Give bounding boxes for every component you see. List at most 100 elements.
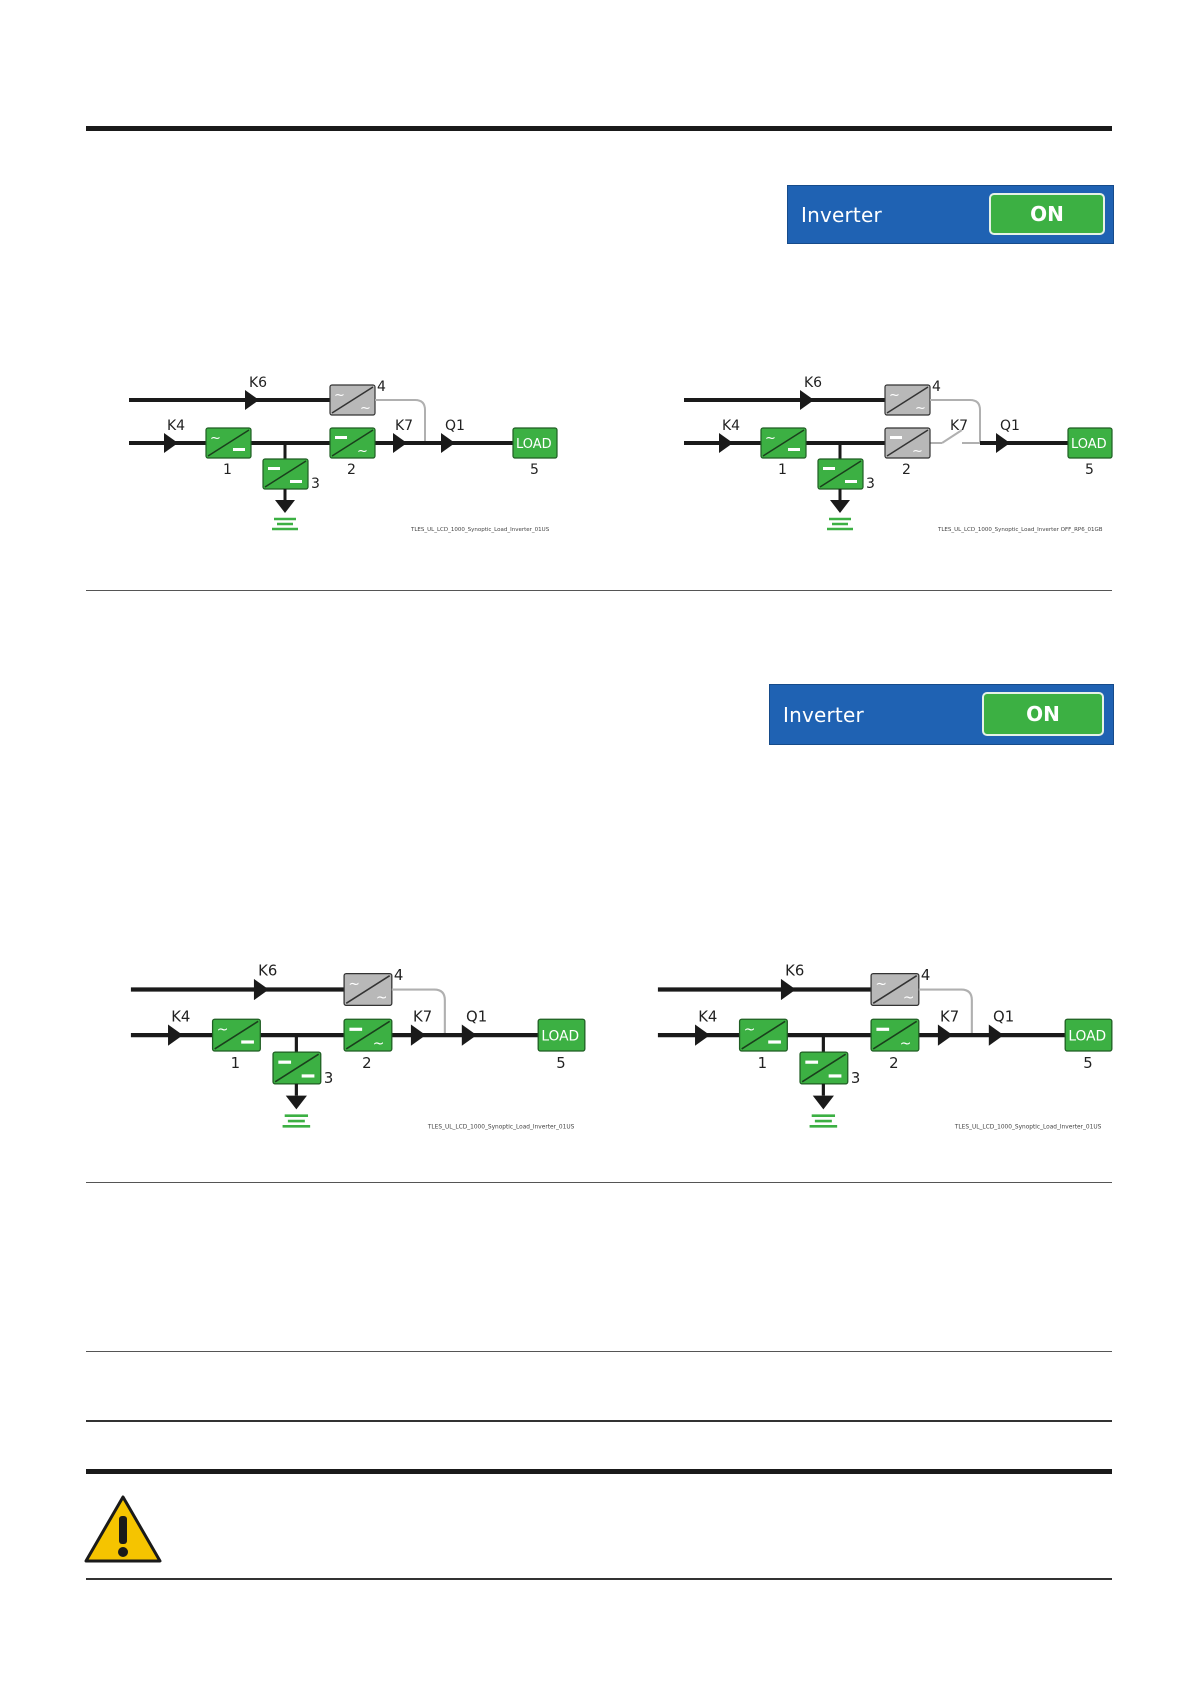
k7-arrow — [393, 433, 407, 453]
q1-arrow — [441, 433, 455, 453]
svg-text:~: ~ — [348, 976, 360, 992]
svg-text:~: ~ — [912, 444, 923, 459]
k4-arrow — [695, 1024, 710, 1046]
k4-label: K4 — [171, 1008, 190, 1025]
q1-arrow — [996, 433, 1010, 453]
k6-label: K6 — [785, 963, 804, 980]
label-2: 2 — [889, 1055, 898, 1072]
inverter-2: ~ — [329, 427, 376, 459]
top-rule — [86, 126, 1112, 131]
inverter-2: ~ — [870, 1018, 920, 1052]
svg-text:~: ~ — [376, 990, 388, 1006]
label-3: 3 — [311, 476, 320, 492]
k4-arrow — [164, 433, 178, 453]
q1-arrow — [988, 1024, 1004, 1046]
label-1: 1 — [778, 462, 787, 478]
rectifier-1: ~ — [760, 427, 807, 459]
bypass-converter-4: ~ ~ — [870, 972, 920, 1006]
inverter-label: Inverter — [801, 203, 882, 227]
k4-arrow — [719, 433, 733, 453]
inverter-on-button[interactable]: ON — [982, 692, 1104, 736]
svg-text:~: ~ — [903, 990, 915, 1006]
svg-text:~: ~ — [900, 1036, 912, 1052]
svg-text:~: ~ — [373, 1036, 385, 1052]
inverter-status-panel-2: Inverter ON — [769, 684, 1114, 745]
svg-text:~: ~ — [875, 976, 887, 992]
label-5: 5 — [1083, 1055, 1092, 1072]
label-4: 4 — [394, 967, 403, 984]
k4-arrow — [168, 1024, 183, 1046]
synoptic-diagram-4: K6 ~ ~ 4 K4 ~ 1 3 — [652, 963, 1122, 1138]
battery-ground-icon — [282, 1114, 311, 1128]
label-4: 4 — [377, 379, 386, 395]
battery-ground-icon — [827, 517, 853, 531]
label-2: 2 — [362, 1055, 371, 1072]
label-2: 2 — [902, 462, 911, 478]
svg-text:~: ~ — [744, 1022, 756, 1038]
k4-label: K4 — [722, 418, 740, 434]
bypass-converter-4: ~ ~ — [343, 972, 393, 1006]
battery-ground-icon — [809, 1114, 838, 1128]
section-divider-4 — [86, 1420, 1112, 1422]
label-2: 2 — [347, 462, 356, 478]
diagram-caption: TLES_UL_LCD_1000_Synoptic_Load_Inverter_… — [954, 1124, 1102, 1130]
k7-arrow — [937, 1024, 953, 1046]
svg-text:~: ~ — [360, 401, 371, 416]
warning-bottom-rule — [86, 1578, 1112, 1580]
k7-label: K7 — [413, 1008, 432, 1025]
q1-label: Q1 — [445, 418, 465, 434]
rectifier-1: ~ — [205, 427, 252, 459]
load-label: LOAD — [541, 1028, 579, 1044]
battery-ground-icon — [272, 517, 298, 531]
battery-converter-3 — [799, 1051, 849, 1085]
load-box: LOAD — [1064, 1018, 1113, 1052]
q1-label: Q1 — [466, 1008, 487, 1025]
load-label: LOAD — [1071, 437, 1107, 452]
q1-label: Q1 — [1000, 418, 1020, 434]
section-divider-3 — [86, 1351, 1112, 1352]
k4-label: K4 — [698, 1008, 717, 1025]
inverter-2: ~ — [343, 1018, 393, 1052]
diagram-caption: TLES_UL_LCD_1000_Synoptic_Load_Inverter_… — [427, 1124, 575, 1130]
battery-converter-3 — [262, 458, 309, 490]
section-divider-2 — [86, 1182, 1112, 1183]
k6-arrow — [245, 390, 259, 410]
load-label: LOAD — [516, 437, 552, 452]
load-box: LOAD — [1067, 427, 1113, 459]
inverter-label: Inverter — [783, 703, 864, 727]
svg-text:~: ~ — [334, 388, 345, 403]
synoptic-diagram-2: K6 ~ ~ 4 K4 ~ 1 3 — [680, 375, 1120, 540]
bypass-converter-4: ~ ~ — [329, 384, 376, 416]
k6-label: K6 — [249, 375, 267, 391]
label-5: 5 — [530, 462, 539, 478]
k6-arrow — [780, 978, 796, 1001]
k6-label: K6 — [258, 963, 277, 980]
rectifier-1: ~ — [211, 1018, 261, 1052]
k7-arrow — [410, 1024, 426, 1046]
load-box: LOAD — [537, 1018, 586, 1052]
q1-label: Q1 — [993, 1008, 1014, 1025]
battery-converter-3 — [272, 1051, 322, 1085]
battery-converter-3 — [817, 458, 864, 490]
warning-icon — [84, 1494, 162, 1564]
inverter-on-button[interactable]: ON — [989, 193, 1105, 235]
k6-arrow — [800, 390, 814, 410]
k7-label: K7 — [950, 418, 968, 434]
label-1: 1 — [758, 1055, 767, 1072]
bypass-converter-4: ~ ~ — [884, 384, 931, 416]
q1-arrow — [461, 1024, 477, 1046]
label-3: 3 — [324, 1070, 333, 1087]
label-1: 1 — [223, 462, 232, 478]
svg-text:~: ~ — [217, 1022, 229, 1038]
svg-text:~: ~ — [889, 388, 900, 403]
inverter-status-panel: Inverter ON — [787, 185, 1114, 244]
label-4: 4 — [921, 967, 930, 984]
section-divider — [86, 590, 1112, 591]
inverter-2-off: ~ — [884, 427, 931, 459]
k6-arrow — [253, 978, 269, 1001]
label-3: 3 — [866, 476, 875, 492]
k7-label: K7 — [395, 418, 413, 434]
svg-text:~: ~ — [915, 401, 926, 416]
load-box: LOAD — [512, 427, 558, 459]
load-label: LOAD — [1068, 1028, 1106, 1044]
